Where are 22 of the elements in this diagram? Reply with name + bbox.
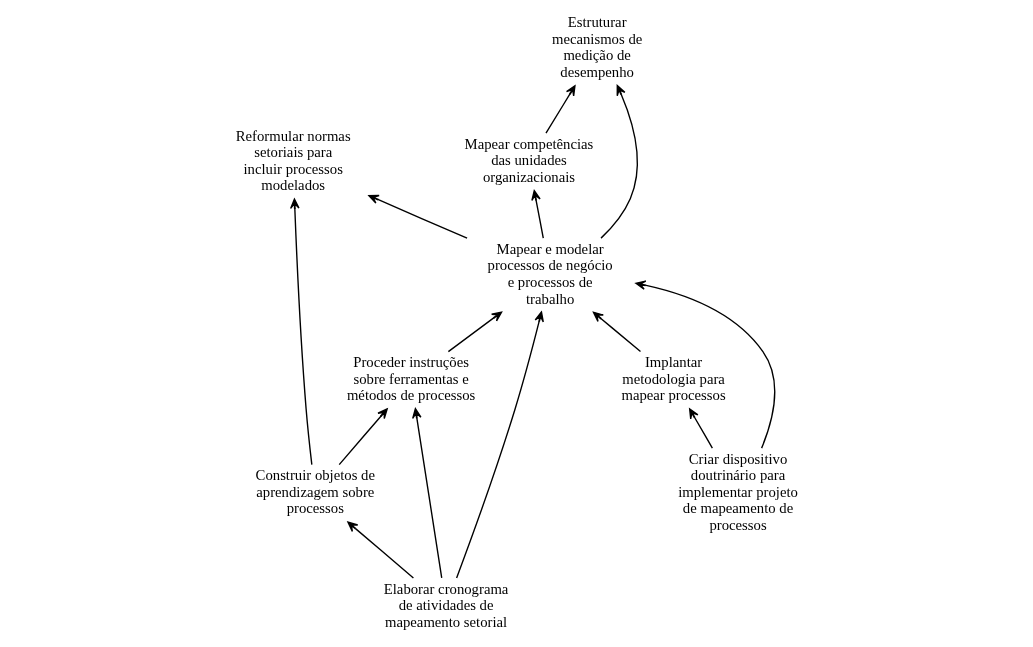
arrow [599,84,638,239]
arrow [411,408,442,579]
node-text: Criar dispositivo doutrinário para implementar projeto de mapeamento de processos [677,450,798,534]
node-text: Proceder instruções sobre ferramentas e métodos de processos [346,354,475,404]
arrow [688,408,713,449]
node-text: Mapear competências das unidades organizacionais [464,135,593,185]
arrow [289,198,312,466]
arrow [592,311,641,353]
node-text: Estruturar mecanismos de medição de desempenho [551,14,642,80]
arrow [634,280,775,449]
arrow [367,194,468,239]
node-text: Mapear e modelar processos de negócio e processos de trabalho [487,240,613,307]
node-text: Elaborar cronograma de atividades de mapeamento setorial [383,580,508,630]
node-text: Reformular normas setoriais para incluir processos modelados [235,127,351,194]
arrow [338,408,388,466]
node-text: Construir objetos de aprendizagem sobre processos [255,467,375,517]
arrow [544,85,576,134]
arrow [530,190,544,239]
arrow [447,311,502,353]
node-text: Implantar metodologia para mapear processos [620,354,726,404]
arrow [455,311,544,579]
arrow [346,521,414,579]
